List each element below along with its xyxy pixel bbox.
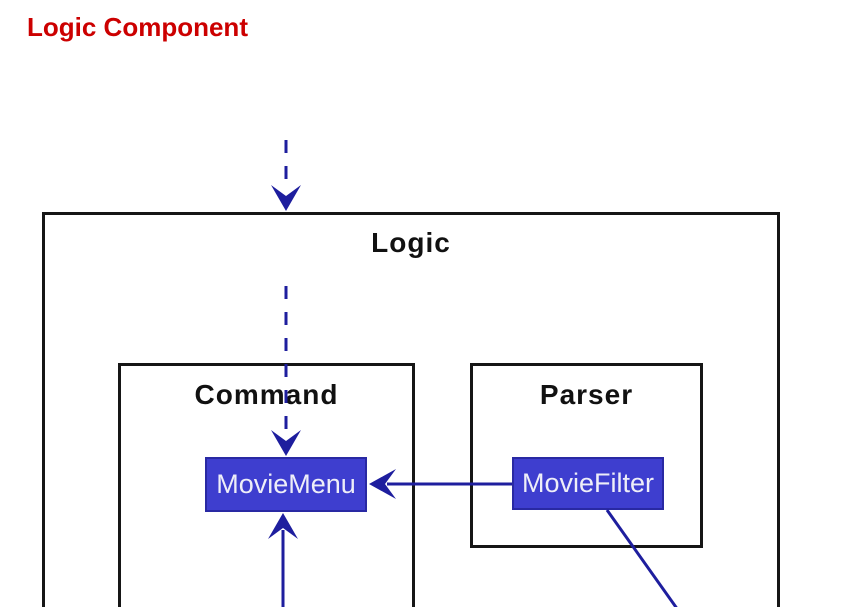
page-title: Logic Component	[27, 12, 248, 42]
command-container-label: Command	[194, 379, 339, 410]
parser-container-box	[470, 363, 703, 548]
moviefilter-node: MovieFilter	[512, 457, 664, 510]
logic-container-box	[42, 212, 780, 607]
edge-external-top-to-logic-arrowhead-icon	[271, 185, 301, 211]
logic-container-label: Logic	[371, 227, 451, 258]
moviemenu-node: MovieMenu	[205, 457, 367, 512]
moviemenu-node-label: MovieMenu	[216, 469, 356, 499]
moviefilter-node-label: MovieFilter	[521, 468, 655, 498]
parser-container-label: Parser	[539, 379, 634, 410]
